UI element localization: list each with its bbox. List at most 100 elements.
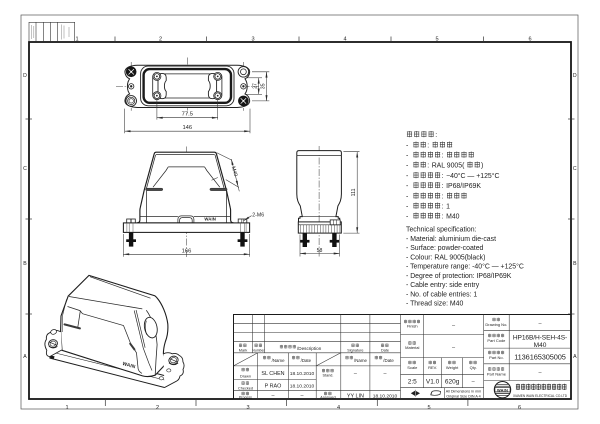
- svg-text:–: –: [472, 379, 476, 385]
- svg-text:1: 1: [75, 37, 78, 43]
- svg-text:A: A: [573, 354, 577, 360]
- svg-text:3: 3: [246, 405, 249, 411]
- svg-text:620g: 620g: [445, 379, 460, 386]
- svg-text:/Name: /Name: [272, 358, 285, 363]
- svg-text:Part Name: Part Name: [487, 372, 507, 377]
- svg-text:Stand.: Stand.: [323, 374, 334, 378]
- svg-text:4: 4: [343, 37, 346, 43]
- svg-text:Part Code: Part Code: [487, 338, 506, 343]
- svg-text:- Degree of protection: IP68/I: - Degree of protection: IP68/IP69K: [406, 273, 512, 280]
- svg-text:18.10.2010: 18.10.2010: [373, 393, 398, 399]
- svg-text:166: 166: [182, 248, 192, 254]
- svg-text:–: –: [272, 393, 275, 399]
- svg-text:RAL 9005(: RAL 9005(: [432, 162, 465, 169]
- svg-text:–: –: [354, 371, 357, 377]
- svg-text:B: B: [23, 261, 27, 267]
- svg-text:WAIN: WAIN: [497, 387, 508, 392]
- svg-text:Drawing No.: Drawing No.: [485, 322, 507, 327]
- svg-text:–: –: [452, 345, 456, 351]
- svg-text:-: -: [406, 162, 408, 169]
- svg-text:-: -: [406, 203, 408, 210]
- svg-text:M40: M40: [230, 166, 239, 177]
- svg-text:Mark: Mark: [239, 348, 248, 352]
- svg-text:- Material: aluminium die-cast: - Material: aluminium die-cast: [406, 236, 496, 243]
- svg-text:WAIN: WAIN: [122, 361, 137, 370]
- svg-text:–: –: [301, 393, 304, 399]
- svg-text:- Colour: RAL 9005(black): - Colour: RAL 9005(black): [406, 254, 485, 261]
- svg-text:Drawn: Drawn: [240, 375, 251, 379]
- svg-text:HP16B/H-SEH-4S-: HP16B/H-SEH-4S-: [513, 334, 567, 341]
- svg-text:YY LIN: YY LIN: [347, 393, 364, 399]
- svg-text:C: C: [573, 166, 577, 172]
- svg-text:35: 35: [261, 83, 267, 89]
- svg-text:Weight: Weight: [446, 365, 459, 370]
- svg-text:- Thread size: M40: - Thread size: M40: [406, 301, 463, 308]
- svg-text:Approved: Approved: [320, 395, 335, 399]
- svg-text:111: 111: [351, 188, 357, 196]
- svg-text:Technical specification:: Technical specification:: [406, 227, 477, 234]
- svg-text:D: D: [573, 73, 577, 79]
- svg-text:/Date: /Date: [383, 358, 394, 363]
- svg-text:-: -: [406, 213, 408, 220]
- svg-text:27: 27: [253, 83, 259, 89]
- svg-text:2:5: 2:5: [408, 379, 417, 386]
- svg-text:Number: Number: [252, 348, 266, 352]
- svg-text:58: 58: [317, 248, 323, 254]
- svg-text:M40: M40: [446, 213, 460, 220]
- svg-text:–: –: [384, 371, 387, 377]
- svg-text:/Date: /Date: [301, 358, 312, 363]
- svg-text:3: 3: [251, 37, 254, 43]
- svg-text:4: 4: [337, 405, 340, 411]
- svg-text:Part No.: Part No.: [489, 355, 504, 360]
- svg-text:SL CHEN: SL CHEN: [261, 371, 284, 377]
- svg-text:–: –: [452, 323, 456, 329]
- svg-text:2: 2: [156, 405, 159, 411]
- svg-text::: :: [435, 132, 437, 139]
- svg-text:Date: Date: [381, 348, 389, 352]
- svg-text:C: C: [23, 166, 27, 172]
- svg-text:146: 146: [182, 125, 192, 131]
- svg-text:V1.0: V1.0: [426, 379, 440, 386]
- svg-text:1136165305005: 1136165305005: [514, 352, 566, 361]
- svg-text:B: B: [573, 261, 577, 267]
- svg-text:–: –: [538, 321, 542, 327]
- svg-text:Finish: Finish: [407, 324, 418, 329]
- svg-text:-: -: [406, 183, 408, 190]
- svg-text:−40°C — +125°C: −40°C — +125°C: [446, 172, 499, 180]
- svg-text:REV.: REV.: [428, 365, 437, 370]
- svg-text:5: 5: [435, 37, 438, 43]
- svg-text:P RAO: P RAO: [265, 383, 282, 389]
- svg-text::: :: [442, 173, 444, 180]
- svg-text:-: -: [406, 142, 408, 149]
- svg-text:-: -: [406, 152, 408, 159]
- svg-text:-: -: [406, 193, 408, 200]
- svg-text:6: 6: [518, 405, 521, 411]
- svg-text:6: 6: [528, 37, 531, 43]
- svg-text:Checked: Checked: [238, 387, 253, 391]
- svg-text:- Surface: powder-coated: - Surface: powder-coated: [406, 245, 484, 252]
- svg-text:2-M6: 2-M6: [252, 213, 264, 219]
- svg-text:D: D: [23, 73, 27, 79]
- svg-text:-: -: [406, 173, 408, 180]
- svg-text:Original Size DIN A 4: Original Size DIN A 4: [446, 395, 480, 399]
- svg-text:18.10.2010: 18.10.2010: [290, 383, 315, 389]
- svg-text::: :: [442, 193, 444, 200]
- svg-text:WAIN: WAIN: [204, 217, 216, 222]
- svg-text:–: –: [538, 370, 542, 376]
- svg-text::: :: [442, 152, 444, 159]
- svg-text:IP68/IP69K: IP68/IP69K: [446, 183, 481, 190]
- svg-text:Material: Material: [405, 345, 419, 350]
- svg-text::: :: [427, 162, 429, 169]
- svg-text:- Cable entry: side entry: - Cable entry: side entry: [406, 282, 480, 289]
- svg-text:/Name: /Name: [354, 358, 367, 363]
- svg-text:1: 1: [65, 405, 68, 411]
- svg-text:2: 2: [159, 37, 162, 43]
- svg-text:Scale: Scale: [407, 365, 418, 370]
- svg-text:- Temperature range: -40°C —: - Temperature range: -40°C — +125°C: [406, 263, 524, 271]
- svg-text:- No. of cable entries: 1: - No. of cable entries: 1: [406, 291, 477, 298]
- svg-text::: :: [442, 183, 444, 190]
- svg-text:A: A: [23, 354, 27, 360]
- svg-text:77.5: 77.5: [182, 112, 193, 118]
- svg-text:5: 5: [427, 405, 430, 411]
- svg-text::: :: [442, 213, 444, 220]
